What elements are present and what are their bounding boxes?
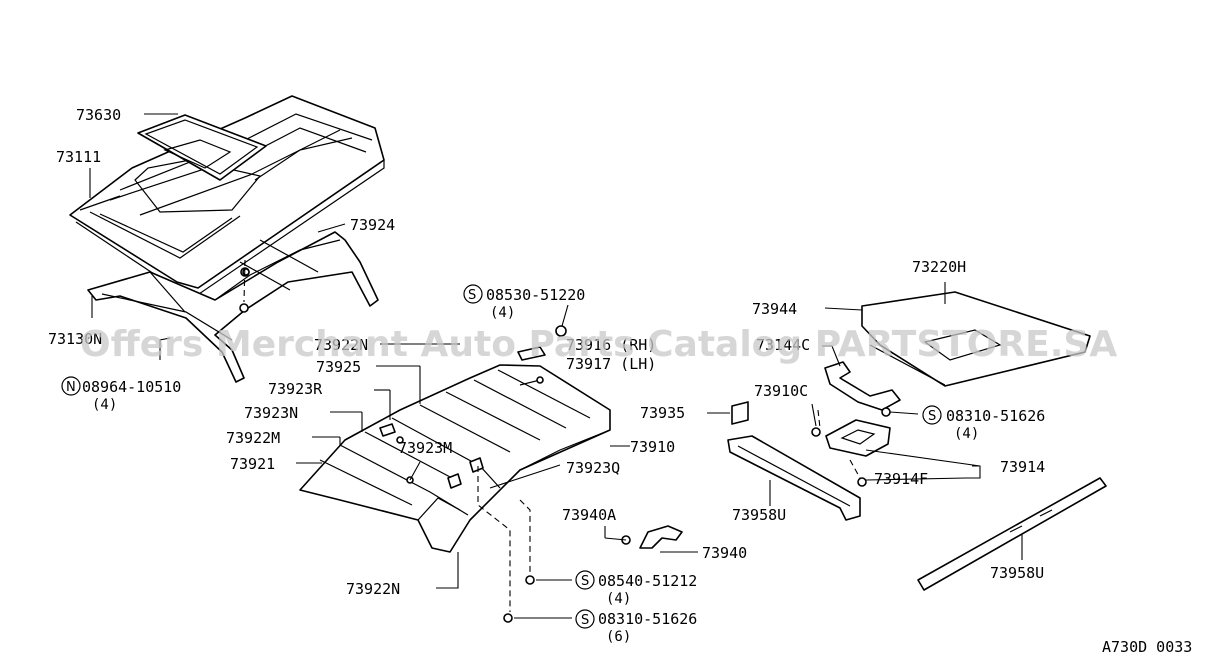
label-08964: 08964-10510 — [82, 378, 181, 396]
label-73958u-b: 73958U — [990, 564, 1044, 582]
headlining-clips — [379, 423, 484, 489]
label-73935: 73935 — [640, 404, 685, 422]
bracket-73144c — [824, 361, 901, 411]
label-08310a: 08310-51626 — [946, 407, 1045, 425]
label-73111: 73111 — [56, 148, 101, 166]
label-73144c: 73144C — [756, 336, 810, 354]
clip-73935 — [731, 401, 749, 425]
label-73923n: 73923N — [244, 404, 298, 422]
part-labels: 73630 73111 73924 73130N 73922N 08964-10… — [48, 106, 1192, 656]
assist-grip-73940 — [639, 525, 683, 549]
label-73914: 73914 — [1000, 458, 1045, 476]
symbol-s-08540: S — [581, 574, 589, 589]
label-73630: 73630 — [76, 106, 121, 124]
label-73910: 73910 — [630, 438, 675, 456]
label-73944: 73944 — [752, 300, 797, 318]
label-73940a: 73940A — [562, 506, 616, 524]
label-73940: 73940 — [702, 544, 747, 562]
label-08530-qty: (4) — [490, 305, 515, 321]
label-08310a-qty: (4) — [954, 426, 979, 442]
label-08964-qty: (4) — [92, 397, 117, 413]
label-73923r: 73923R — [268, 380, 323, 398]
label-73922m: 73922M — [226, 429, 280, 447]
fastener-screws — [242, 268, 891, 623]
label-08540: 08540-51212 — [598, 572, 697, 590]
label-73220h: 73220H — [912, 258, 966, 276]
symbol-s-08310a: S — [928, 409, 936, 424]
label-73923m: 73923M — [398, 439, 452, 457]
label-73924: 73924 — [350, 216, 395, 234]
label-73923q: 73923Q — [566, 459, 620, 477]
label-73958u-a: 73958U — [732, 506, 786, 524]
label-73910c: 73910C — [754, 382, 808, 400]
label-73922n-top: 73922N — [314, 336, 368, 354]
circled-symbols: N S S S S — [61, 284, 942, 629]
label-08530: 08530-51220 — [486, 286, 585, 304]
label-08540-qty: (4) — [606, 591, 631, 607]
symbol-s-08530: S — [468, 288, 476, 303]
leader-lines — [89, 113, 1023, 619]
label-73922n: 73922N — [346, 580, 400, 598]
diagram-code: A730D 0033 — [1102, 638, 1192, 656]
symbol-n: N — [66, 380, 76, 395]
sunroof-lining-73220h — [861, 291, 1091, 387]
watermark-text: Offers Merchant Auto Parts Catalog PARTS… — [80, 324, 1117, 365]
label-73130: 73130N — [48, 330, 102, 348]
label-08310b: 08310-51626 — [598, 610, 697, 628]
label-73925: 73925 — [316, 358, 361, 376]
label-73914f: 73914F — [874, 470, 928, 488]
label-08310b-qty: (6) — [606, 629, 631, 645]
label-73916: 73916 (RH) — [566, 336, 656, 354]
symbol-s-08310b: S — [581, 613, 589, 628]
label-73921: 73921 — [230, 455, 275, 473]
trim-strip-73958u-a — [727, 435, 861, 521]
label-73917: 73917 (LH) — [566, 355, 656, 373]
sun-visor-bracket-73916 — [517, 325, 567, 361]
room-lamp-console-73914 — [825, 419, 891, 457]
sunroof-seal-73630 — [137, 114, 267, 181]
trim-strip-73958u-b — [917, 477, 1107, 591]
headlining-73921 — [299, 364, 611, 553]
